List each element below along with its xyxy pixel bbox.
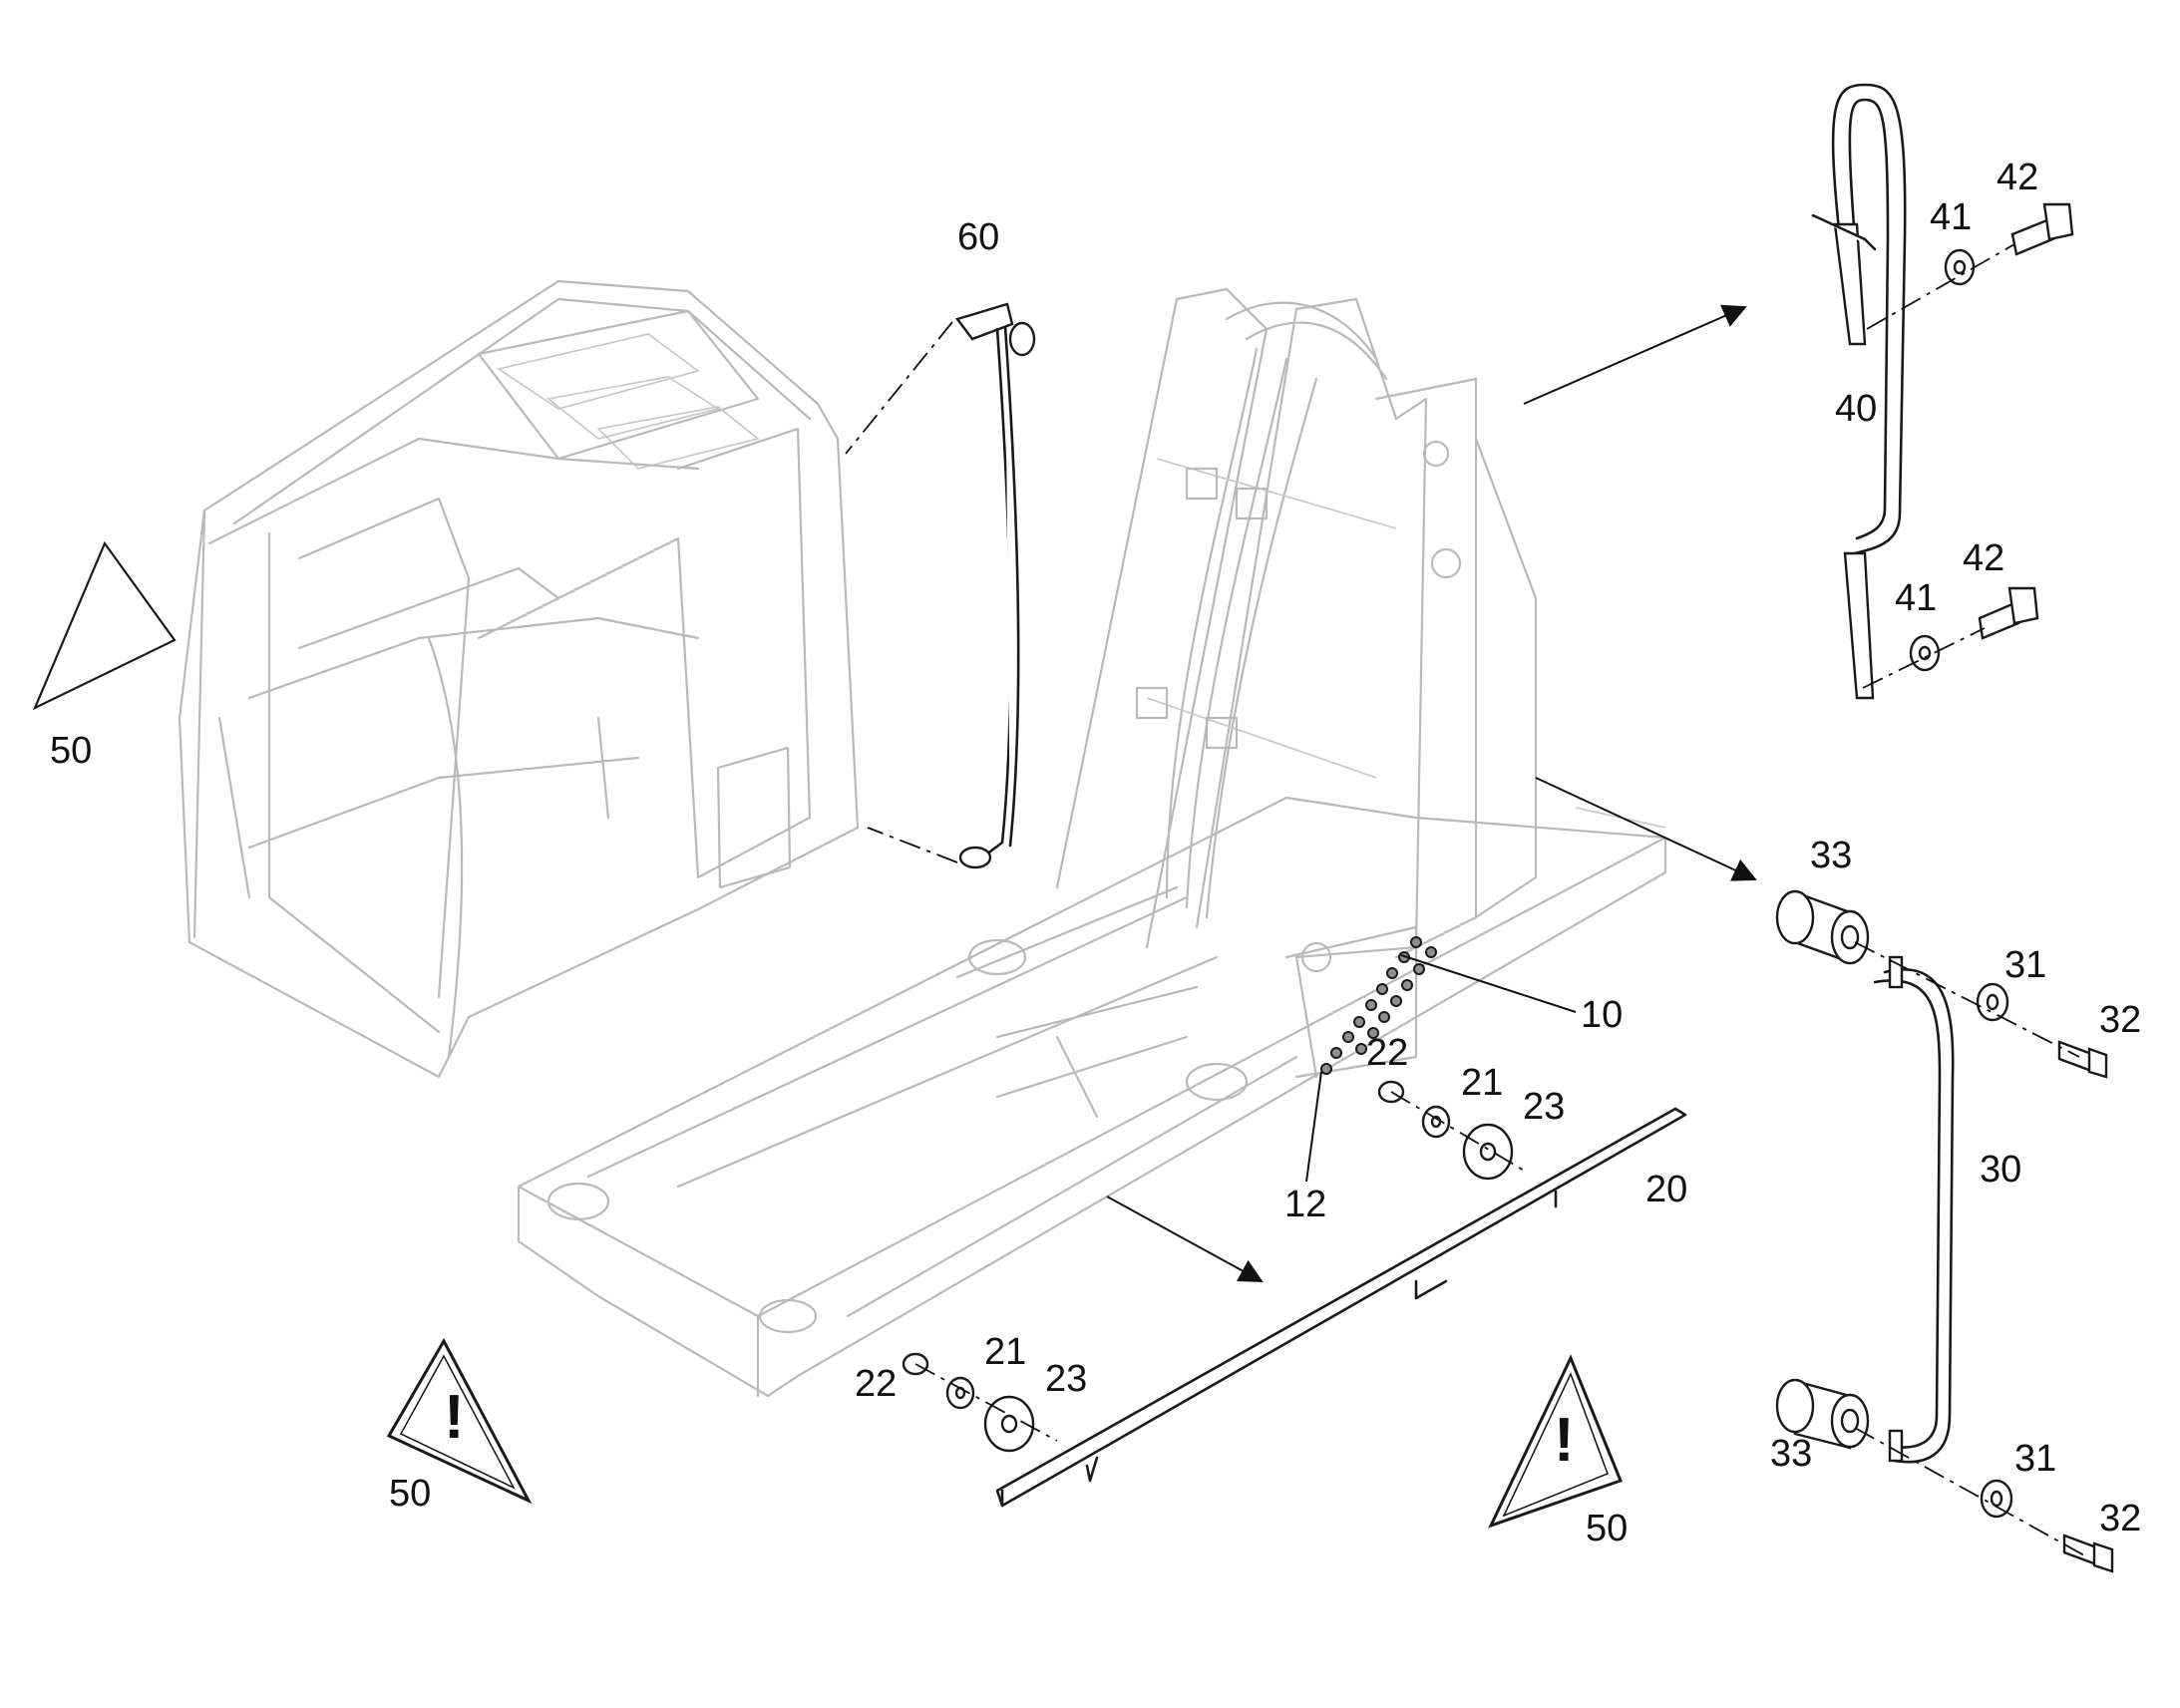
trim-strip-20 <box>995 1107 1687 1508</box>
axis-line-30-bottom <box>1854 1427 2085 1556</box>
callout-32-top: 32 <box>2099 999 2141 1041</box>
callout-21-top: 21 <box>1461 1062 1503 1104</box>
callout-31-bottom: 31 <box>2014 1438 2056 1480</box>
warning-triangle-icon: ! <box>386 1337 533 1505</box>
handrail-40 <box>1811 83 1907 700</box>
cab-outline <box>178 279 860 1079</box>
arrow-icon <box>1535 777 1757 881</box>
warning-mark-left: ! <box>444 1383 465 1452</box>
callout-33-top: 33 <box>1810 835 1852 876</box>
warning-triangle-icon: ! <box>1488 1354 1623 1529</box>
callout-21-bottom: 21 <box>984 1331 1026 1373</box>
callout-41-top: 41 <box>1930 196 1972 238</box>
callout-60: 60 <box>957 216 999 258</box>
axis-line-40-top <box>1866 243 2015 330</box>
arrow-icon <box>1106 1196 1264 1282</box>
callout-41-bottom: 41 <box>1895 577 1937 619</box>
boom-outline <box>1055 287 1538 1079</box>
arrow-icon <box>1523 304 1747 405</box>
washer-41-top <box>1944 248 1976 286</box>
callout-23-bottom: 23 <box>1045 1358 1087 1400</box>
bolt-42-top <box>2010 202 2074 256</box>
warning-mark-right: ! <box>1554 1406 1575 1475</box>
callout-30: 30 <box>1980 1149 2021 1191</box>
axis-line-fastener-bottom <box>914 1363 1058 1442</box>
callout-32-bottom: 32 <box>2099 1498 2141 1539</box>
washer-21-top <box>1421 1105 1451 1139</box>
bolt-42-bottom <box>1978 586 2039 640</box>
fastener-strip-10 <box>1305 936 1577 1183</box>
bolt-32-top <box>2057 1040 2108 1079</box>
callout-10: 10 <box>1581 994 1623 1036</box>
callout-20: 20 <box>1645 1169 1687 1210</box>
bolt-32-bottom <box>2062 1534 2114 1573</box>
washer-23-top <box>1462 1123 1514 1181</box>
plain-triangle-icon <box>32 540 177 711</box>
callout-42-bottom: 42 <box>1963 537 2004 579</box>
spacer-33-top <box>1775 889 1870 965</box>
callout-50-left: 50 <box>50 730 92 772</box>
washer-23-bottom <box>983 1395 1035 1453</box>
callout-50-bottom-left: 50 <box>389 1473 431 1515</box>
washer-31-bottom <box>1980 1479 2013 1519</box>
callout-42-top: 42 <box>1997 157 2038 198</box>
upper-frame-outline <box>517 796 1667 1398</box>
axis-line-fastener-top <box>1390 1091 1527 1173</box>
callout-40: 40 <box>1835 388 1877 430</box>
callout-22-top: 22 <box>1366 1032 1408 1074</box>
callout-33-bottom: 33 <box>1770 1433 1812 1475</box>
grab-handle-60 <box>845 302 1036 869</box>
axis-line-30-top <box>1854 941 2080 1058</box>
callout-12: 12 <box>1284 1184 1326 1225</box>
spacer-33-bottom <box>1775 1378 1870 1450</box>
washer-31-top <box>1976 982 2009 1022</box>
handrail-30 <box>1873 955 1955 1464</box>
callout-23-top: 23 <box>1523 1086 1565 1128</box>
callout-50-bottom-right: 50 <box>1586 1508 1628 1549</box>
callout-31-top: 31 <box>2004 944 2046 986</box>
callout-22-bottom: 22 <box>855 1363 897 1405</box>
washer-41-bottom <box>1909 634 1941 672</box>
